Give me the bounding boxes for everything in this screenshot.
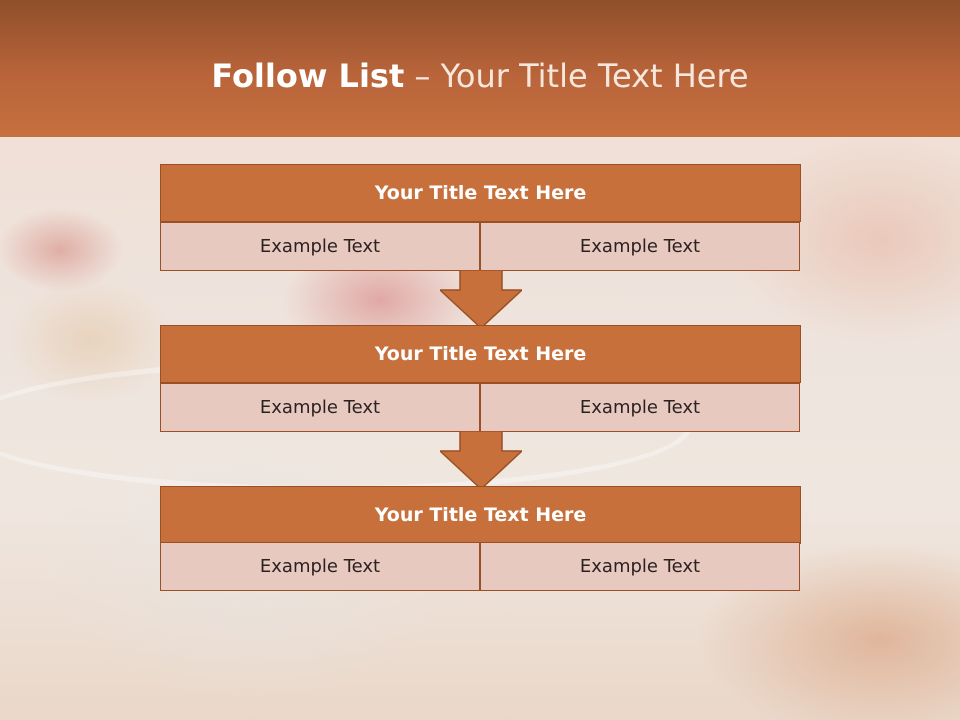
down-arrow-icon <box>440 270 522 328</box>
block-cell-left: Example Text <box>160 542 480 591</box>
slide-title-rest: – Your Title Text Here <box>404 57 749 95</box>
block-title: Your Title Text Here <box>160 164 801 222</box>
block-cell-left: Example Text <box>160 222 480 271</box>
block-cell-right: Example Text <box>480 383 800 432</box>
block-title: Your Title Text Here <box>160 486 801 544</box>
list-block-3: Your Title Text Here Example Text Exampl… <box>160 486 801 592</box>
block-title: Your Title Text Here <box>160 325 801 383</box>
list-block-1: Your Title Text Here Example Text Exampl… <box>160 164 801 272</box>
down-arrow-icon <box>440 431 522 489</box>
slide-title-bold: Follow List <box>211 57 405 95</box>
block-cell-left: Example Text <box>160 383 480 432</box>
list-block-2: Your Title Text Here Example Text Exampl… <box>160 325 801 433</box>
header-bar: Follow List – Your Title Text Here <box>0 0 960 137</box>
block-cell-right: Example Text <box>480 222 800 271</box>
slide-title: Follow List – Your Title Text Here <box>0 52 960 100</box>
block-cell-right: Example Text <box>480 542 800 591</box>
